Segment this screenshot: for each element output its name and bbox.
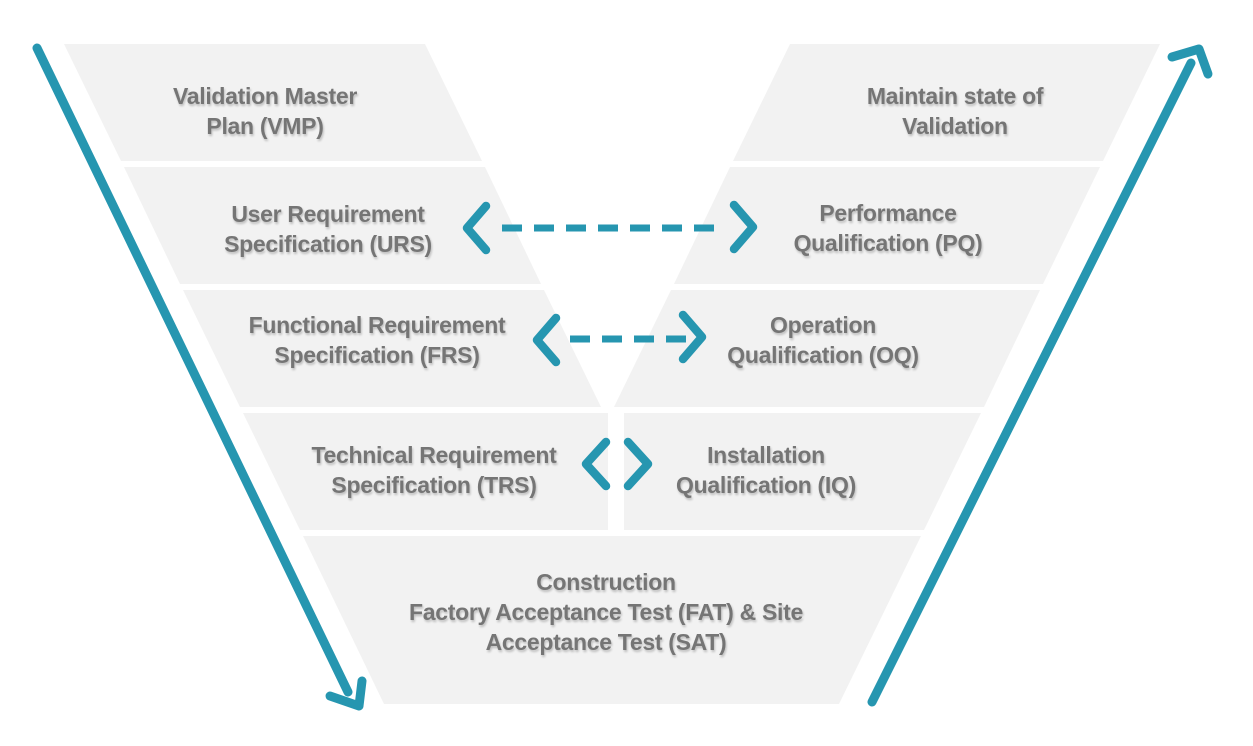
iq-label-line1: Installation (707, 442, 825, 468)
trs-label-line2: Specification (TRS) (331, 472, 537, 498)
construction-label: Construction Factory Acceptance Test (FA… (409, 567, 803, 657)
pq-label-line2: Qualification (PQ) (793, 230, 983, 256)
maintain-validation-block (733, 44, 1160, 161)
pq-block (674, 167, 1100, 284)
maintain-label-line2: Validation (902, 113, 1008, 139)
descending-arrow (32, 43, 367, 711)
right-chevron-icon (729, 200, 758, 254)
construction-label-line1: Construction (536, 569, 676, 595)
vmp-block (64, 44, 482, 161)
oq-label-line2: Qualification (OQ) (727, 342, 919, 368)
construction-block (303, 536, 921, 704)
urs-label: User Requirement Specification (URS) (224, 199, 432, 259)
iq-label: Installation Qualification (IQ) (676, 440, 856, 500)
oq-label-line1: Operation (770, 312, 876, 338)
frs-label-line1: Functional Requirement (248, 312, 506, 338)
urs-block (124, 167, 541, 284)
trs-block (243, 413, 608, 530)
construction-label-line2: Factory Acceptance Test (FAT) & Site (409, 599, 803, 625)
left-chevron-icon (581, 437, 611, 491)
frs-label: Functional Requirement Specification (FR… (249, 310, 506, 370)
maintain-label-line1: Maintain state of (866, 83, 1044, 109)
ascending-arrow (867, 44, 1213, 707)
trs-iq-connector (581, 437, 653, 491)
right-chevron-icon (678, 310, 707, 364)
frs-block (183, 290, 601, 407)
trs-label-line1: Technical Requirement (311, 442, 557, 468)
urs-label-line1: User Requirement (231, 201, 425, 227)
frs-label-line2: Specification (FRS) (274, 342, 480, 368)
construction-label-line3: Acceptance Test (SAT) (485, 629, 727, 655)
vmp-label-line2: Plan (VMP) (206, 113, 324, 139)
vmp-label: Validation Master Plan (VMP) (173, 81, 357, 141)
iq-label-line2: Qualification (IQ) (676, 472, 856, 498)
iq-block (624, 413, 981, 530)
pq-label-line1: Performance (819, 200, 957, 226)
trs-label: Technical Requirement Specification (TRS… (311, 440, 556, 500)
maintain-validation-label: Maintain state of Validation (866, 81, 1044, 141)
left-chevron-icon (532, 313, 561, 367)
pq-label: Performance Qualification (PQ) (794, 198, 983, 258)
oq-block (614, 290, 1040, 407)
urs-pq-connector (462, 200, 758, 255)
left-chevron-icon (462, 201, 491, 255)
frs-oq-connector (532, 310, 707, 367)
vmp-label-line1: Validation Master (172, 83, 358, 109)
urs-label-line2: Specification (URS) (224, 231, 432, 257)
right-chevron-icon (623, 437, 653, 491)
oq-label: Operation Qualification (OQ) (727, 310, 919, 370)
